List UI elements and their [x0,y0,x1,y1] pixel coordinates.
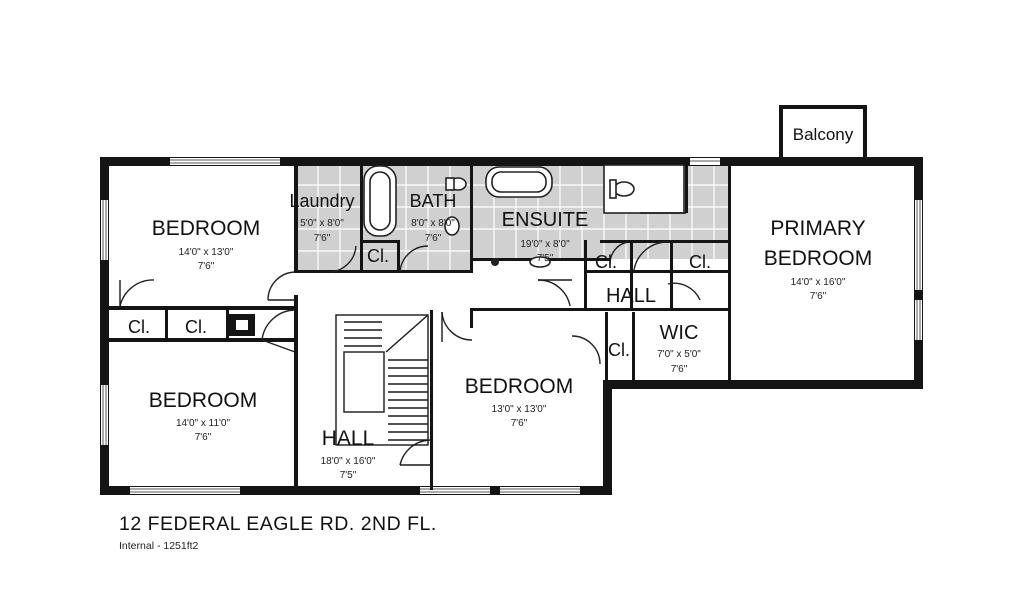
staircase [335,314,429,446]
bath-name: BATH [410,191,457,211]
doors [119,241,701,466]
wic-height: 7'6" [671,364,688,375]
primary-bedroom-name-line2: BEDROOM [764,247,873,270]
bedroom-sw-height: 7'6" [195,432,212,443]
bedroom-nw-name: BEDROOM [152,217,261,240]
hall-small-name: HALL [606,285,656,307]
bath-dims: 8'0" x 8'0" [411,218,455,229]
laundry-dims: 5'0" x 8'0" [300,218,344,229]
room-labels: BEDROOM 14'0" x 13'0" 7'6" BEDROOM 14'0"… [128,125,872,481]
plan-title: 12 FEDERAL EAGLE RD. 2ND FL. [119,513,437,535]
plan-subtitle: Internal - 1251ft2 [119,540,199,552]
hall-main-height: 7'5" [340,470,357,481]
balcony-label: Balcony [793,125,854,144]
closet-wic-label: Cl. [608,340,630,360]
bedroom-center-dims: 13'0" x 13'0" [492,404,547,415]
closet-west-b-label: Cl. [185,317,207,337]
ensuite-dims: 19'0" x 8'0" [520,239,570,250]
closet-ensuite-label: Cl. [595,252,617,272]
balcony [779,105,867,161]
laundry-name: Laundry [289,191,354,211]
sink-icon [444,216,460,236]
ensuite-toilet-icon [613,181,635,197]
hall-main-name: HALL [322,427,375,450]
closet-primary-label: Cl. [689,252,711,272]
fixtures [363,164,686,268]
primary-bedroom-name-line1: PRIMARY [770,217,865,240]
bedroom-sw-dims: 14'0" x 11'0" [176,418,231,429]
closet-west-a-label: Cl. [128,317,150,337]
laundry-height: 7'6" [314,233,331,244]
bedroom-sw-name: BEDROOM [149,389,258,412]
bedroom-center-name: BEDROOM [465,375,574,398]
wic-dims: 7'0" x 5'0" [657,349,701,360]
bedroom-center-height: 7'6" [511,418,528,429]
ensuite-height: 7'5" [537,253,554,264]
hall-main-dims: 18'0" x 16'0" [321,456,376,467]
primary-bedroom-height: 7'6" [810,291,827,302]
bedroom-nw-dims: 14'0" x 13'0" [179,247,234,258]
bedroom-nw-height: 7'6" [198,261,215,272]
closet-bath-label: Cl. [367,246,389,266]
ensuite-name: ENSUITE [502,209,589,231]
primary-bedroom-dims: 14'0" x 16'0" [791,277,846,288]
wic-name: WIC [660,322,699,344]
bath-height: 7'6" [425,233,442,244]
